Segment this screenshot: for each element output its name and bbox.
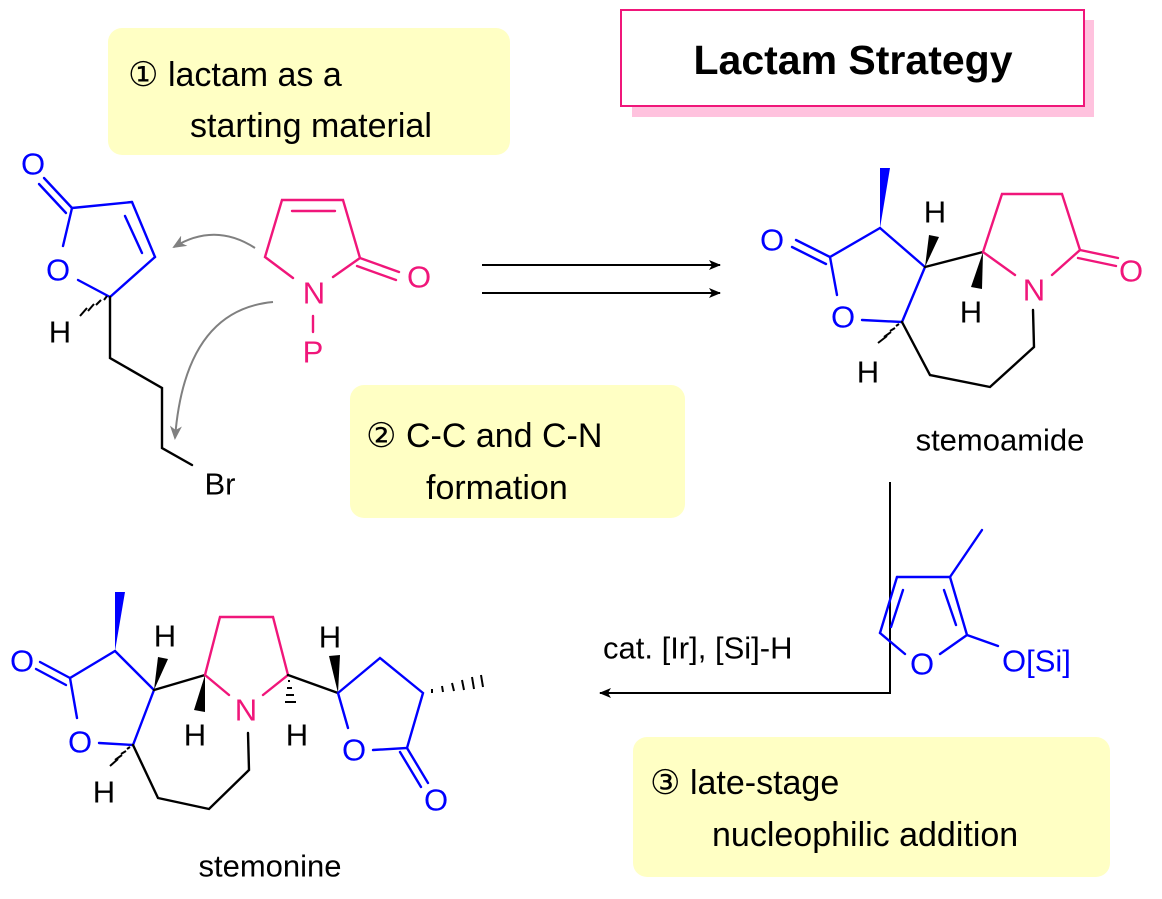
atom-label: H [319,620,341,655]
svg-text:③ late-stage: ③ late-stage [650,764,839,802]
atom-label: O [424,783,448,818]
curved-arrow-cn [169,301,274,440]
atom-label: H [93,775,115,810]
atom-label: Br [205,467,236,502]
stemoamide-label: stemoamide [916,423,1085,458]
reaction-conditions: cat. [Ir], [Si]-H [603,631,792,666]
atom-label: H [286,718,308,753]
silyloxyfuran: O O[Si] [878,528,1071,682]
note-line: formation [426,469,568,507]
note-3: ③ late-stage nucleophilic addition [633,737,1110,877]
atom-label: O [407,260,431,295]
atom-label: O [68,725,92,760]
atom-label: H [184,718,206,753]
atom-label: H [960,295,982,330]
atom-label: P [303,335,324,370]
curved-arrow-cc [172,233,256,249]
atom-label: O [342,733,366,768]
note-line: C-C and C-N [406,417,602,455]
stemonine-label: stemonine [198,849,341,884]
atom-label: H [49,315,71,350]
atom-label: O [910,647,934,682]
atom-label: H [154,619,176,654]
forward-reaction-arrow [599,482,891,698]
n-protected-pyrrolinone: N P O [263,198,431,370]
silyloxy-label: O[Si] [1002,644,1071,679]
butenolide-bromide: O O H Br [21,147,236,502]
atom-label: O [46,253,70,288]
note-number: ③ [650,764,680,802]
note-1: ① lactam as a starting material [108,28,510,155]
svg-text:② C-C and C-N: ② C-C and C-N [366,417,602,455]
atom-label: N [303,276,325,311]
stemoamide-structure: O O H H N O H [760,168,1143,390]
stemonine-structure: O O H H N H H H O O [10,592,484,818]
note-line: late-stage [690,764,839,802]
svg-text:① lactam as a: ① lactam as a [128,56,342,94]
atom-label: O [1119,254,1143,289]
atom-label: O [831,300,855,335]
note-line: starting material [190,107,432,145]
note-2: ② C-C and C-N formation [350,385,685,518]
page-title: Lactam Strategy [693,37,1012,83]
note-line: nucleophilic addition [712,816,1018,854]
note-number: ② [366,417,396,455]
atom-label: N [235,693,257,728]
atom-label: H [924,195,946,230]
atom-label: O [21,147,45,182]
title-box: Lactam Strategy [620,9,1094,117]
atom-label: N [1023,273,1045,308]
atom-label: O [760,223,784,258]
note-number: ① [128,56,158,94]
atom-label: O [10,644,34,679]
note-line: lactam as a [168,56,342,94]
atom-label: H [857,355,879,390]
